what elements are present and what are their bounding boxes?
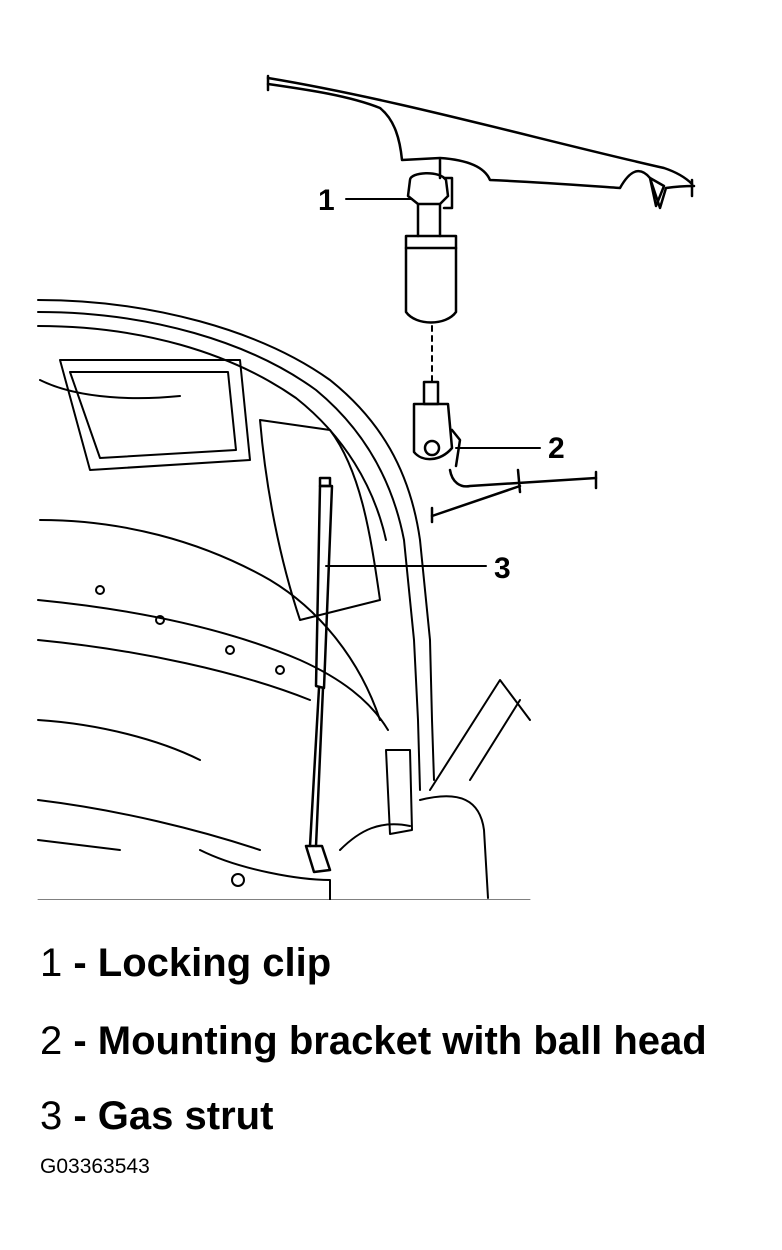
legend-number: 2	[40, 1019, 63, 1063]
legend-number: 1	[40, 941, 63, 985]
callout-2: 2	[548, 432, 565, 465]
locking-clip	[406, 158, 454, 238]
callout-1: 1	[318, 184, 335, 217]
legend-number: 3	[40, 1094, 63, 1138]
mounting-bracket	[412, 380, 598, 524]
leader-lines	[325, 198, 541, 567]
legend-label: Locking clip	[97, 941, 332, 985]
legend-separator: -	[62, 1094, 98, 1138]
legend-separator: -	[62, 941, 98, 985]
gas-strut	[304, 476, 334, 874]
figure-code: G03363543	[40, 1155, 150, 1178]
hood-gas-strut-diagram: 1 2 3	[37, 74, 696, 900]
legend-item-gas-strut: 3 - Gas strut	[40, 1092, 273, 1140]
legend-item-locking-clip: 1 - Locking clip	[40, 939, 331, 987]
callout-3: 3	[494, 552, 511, 585]
legend-separator: -	[62, 1019, 98, 1063]
legend-label: Mounting bracket with ball head	[97, 1019, 707, 1063]
legend-label: Gas strut	[97, 1094, 274, 1138]
strut-upper-body	[404, 234, 458, 383]
hood-underside	[37, 299, 531, 900]
hood-edge-section	[266, 74, 696, 210]
legend-item-mounting-bracket: 2 - Mounting bracket with ball head	[40, 1017, 707, 1065]
